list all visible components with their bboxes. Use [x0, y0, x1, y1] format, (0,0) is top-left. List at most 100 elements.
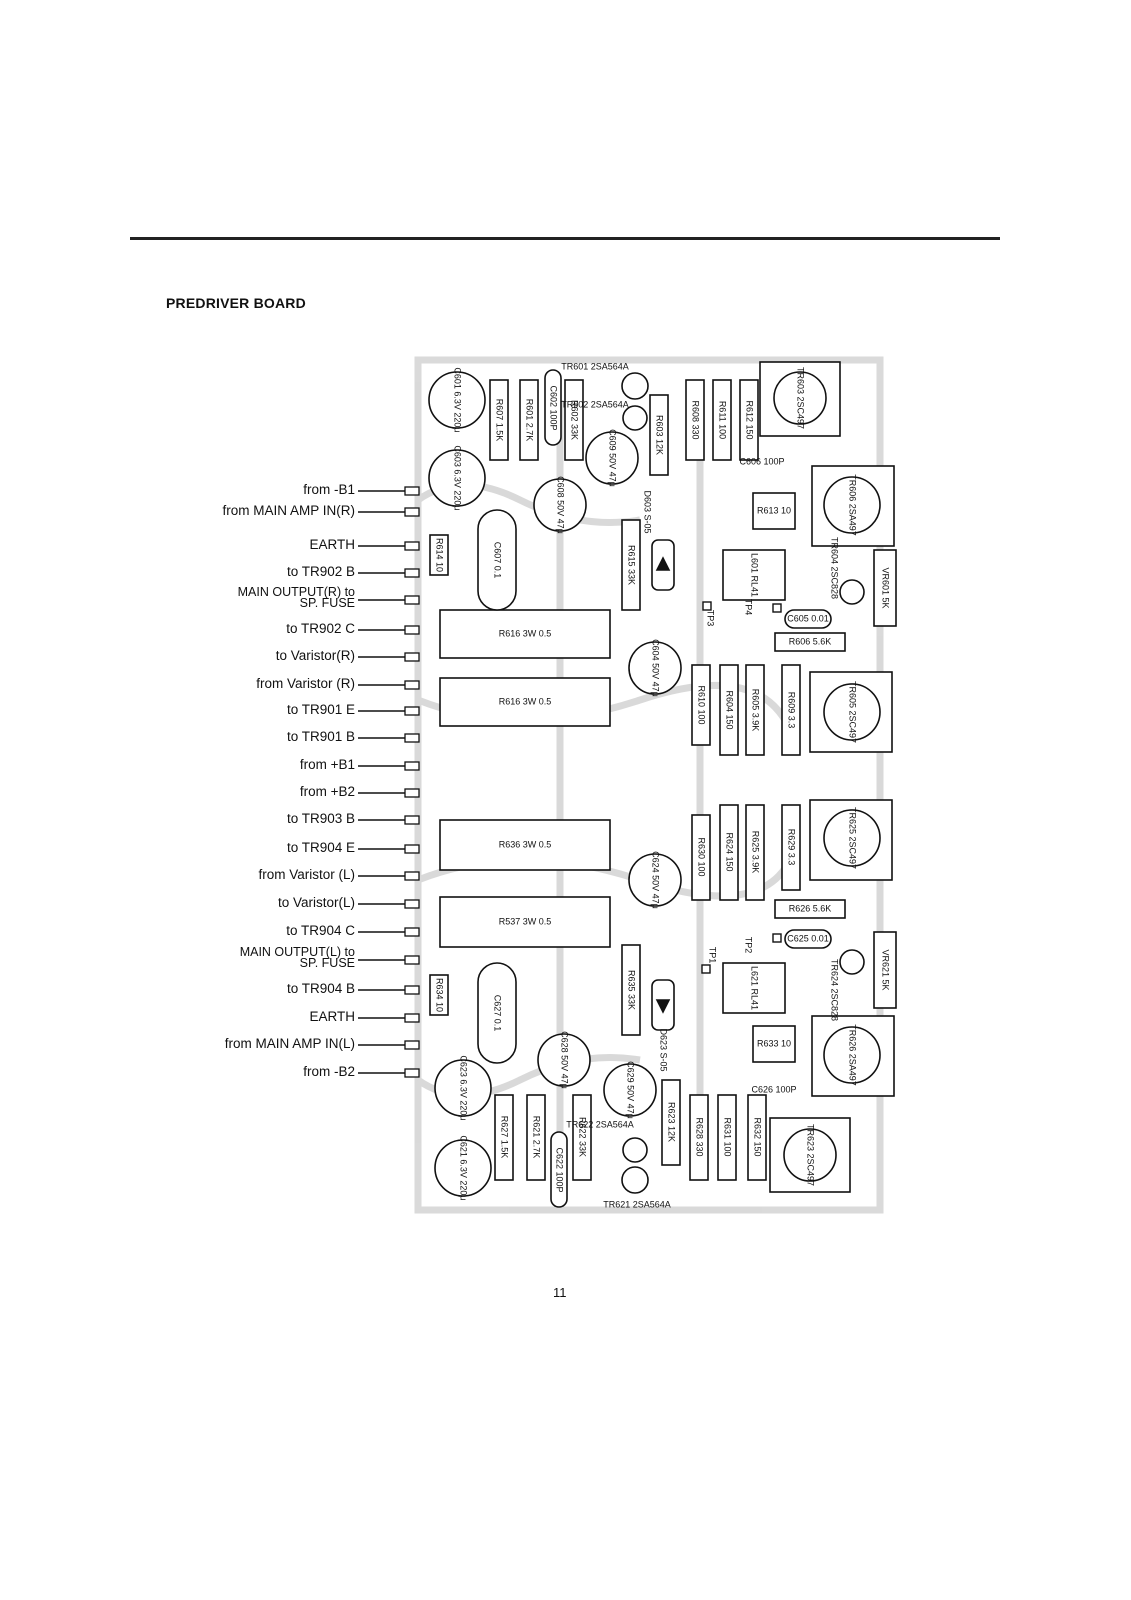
- label-c625: C625 0.01: [787, 933, 829, 943]
- test-points: [701, 601, 782, 974]
- label-r606: R606 5.6K: [789, 636, 832, 646]
- label-r625: R625 3.9K: [751, 831, 761, 874]
- connection-pad: [404, 486, 420, 496]
- label-tr605: TR605 2SC497: [848, 681, 858, 743]
- resistor-r613: [752, 492, 796, 530]
- capacitor-c601: [428, 371, 486, 429]
- header-rule: [130, 237, 1000, 240]
- label-d603: D603 S-05: [643, 490, 653, 533]
- label-r616a: R616 3W 0.5: [499, 628, 552, 638]
- inductor-l601: [722, 549, 786, 601]
- page-title: PREDRIVER BOARD: [166, 295, 306, 311]
- label-c627: C627 0.1: [493, 995, 503, 1032]
- resistor-r633: [752, 1025, 796, 1063]
- capacitors: [428, 369, 832, 1208]
- label-r537: R537 3W 0.5: [499, 916, 552, 926]
- label-c602: C602 100P: [549, 385, 559, 430]
- transistor-tr621: [621, 1166, 649, 1194]
- label-c607: C607 0.1: [493, 542, 503, 579]
- resistor-r632: [747, 1094, 767, 1181]
- connection-pad: [404, 733, 420, 743]
- inductor-l621: [722, 962, 786, 1014]
- label-r622: R622 33K: [578, 1117, 588, 1157]
- connection-pad: [404, 815, 420, 825]
- label-tr626: TR626 2SA497: [848, 1024, 858, 1086]
- diodes: [651, 539, 675, 1031]
- label-l621: L621 RL41: [750, 966, 760, 1010]
- connection-pad: [404, 625, 420, 635]
- label-c603: C603 6.3V 220μ: [453, 445, 463, 510]
- vr601: [873, 549, 897, 627]
- label-r615: R615 33K: [627, 545, 637, 585]
- label-tr603: TR603 2SC497: [796, 367, 806, 429]
- label-r604: R604 150: [725, 690, 735, 729]
- label-r616b: R616 3W 0.5: [499, 696, 552, 706]
- connection-pad: [404, 1013, 420, 1023]
- label-r610: R610 100: [697, 685, 707, 724]
- connection-pad: [404, 871, 420, 881]
- connection-pad: [404, 1068, 420, 1078]
- connection-lines: [358, 486, 420, 1078]
- transistor-tr626: [823, 1026, 881, 1084]
- transistor-tr601: [621, 372, 649, 400]
- connection-pad: [404, 1040, 420, 1050]
- connection-pad: [404, 680, 420, 690]
- capacitor-c621: [434, 1139, 492, 1197]
- connection-label: to Varistor(L): [277, 895, 355, 910]
- transistor-tr603: [773, 371, 827, 425]
- label-tp2: TP2: [744, 937, 754, 954]
- connection-label: from MAIN AMP IN(R): [222, 503, 355, 518]
- label-tr601: TR601 2SA564A: [561, 361, 629, 371]
- connection-label: to TR902 B: [286, 564, 355, 579]
- label-tr604: TR604 2SC828: [830, 537, 840, 599]
- resistor-r616a: [439, 609, 611, 659]
- capacitor-c623: [434, 1059, 492, 1117]
- transistor-tr622: [622, 1137, 648, 1163]
- resistor-r629: [781, 804, 801, 891]
- capacitor-c628: [537, 1033, 591, 1087]
- connection-label: from Varistor (R): [256, 676, 355, 691]
- label-tr621: TR621 2SA564A: [603, 1199, 671, 1209]
- label-c604: C604 50V 47μ: [651, 639, 661, 697]
- transistor-tr623: [783, 1128, 837, 1182]
- transistor-tr604: [839, 579, 865, 605]
- connection-pad: [404, 927, 420, 937]
- label-r613: R613 10: [757, 505, 791, 515]
- label-r605: R605 3.9K: [751, 689, 761, 732]
- variable-resistors: [873, 549, 897, 1009]
- label-r608: R608 330: [691, 400, 701, 439]
- label-tr602: TR602 2SA564A: [561, 399, 629, 409]
- capacitor-c627: [477, 962, 517, 1064]
- label-r601: R601 2.7K: [525, 399, 535, 442]
- capacitor-c607: [477, 509, 517, 611]
- connection-pad: [404, 706, 420, 716]
- connection-label: to TR902 C: [286, 621, 355, 636]
- connection-label: from +B2: [299, 784, 355, 799]
- inductors: [722, 549, 786, 1014]
- transistor-tr605: [823, 683, 881, 741]
- capacitor-c603: [428, 449, 486, 507]
- label-r627: R627 1.5K: [500, 1116, 510, 1159]
- resistor-r614: [429, 534, 449, 576]
- connection-label: MAIN OUTPUT(R) to SP. FUSE: [237, 585, 355, 610]
- resistor-r628: [689, 1094, 709, 1181]
- resistor-r611: [712, 379, 732, 461]
- connection-label: to TR904 E: [286, 840, 355, 855]
- resistor-r630: [691, 814, 711, 901]
- label-c621: C621 6.3V 220μ: [459, 1135, 469, 1200]
- label-r614: R614 10: [435, 538, 445, 572]
- resistor-r621: [526, 1094, 546, 1181]
- label-r631: R631 100: [723, 1117, 733, 1156]
- connection-label: from Varistor (L): [258, 867, 355, 882]
- connection-pad: [404, 899, 420, 909]
- connection-pad: [404, 652, 420, 662]
- resistor-r605: [745, 664, 765, 756]
- capacitor-c624: [628, 853, 682, 907]
- label-c629: C629 50V 47μ: [626, 1061, 636, 1119]
- label-r630: R630 100: [697, 837, 707, 876]
- label-tp4: TP4: [744, 599, 754, 616]
- label-r621: R621 2.7K: [532, 1116, 542, 1159]
- label-c628: C628 50V 47μ: [560, 1031, 570, 1089]
- label-tp1: TP1: [708, 947, 718, 964]
